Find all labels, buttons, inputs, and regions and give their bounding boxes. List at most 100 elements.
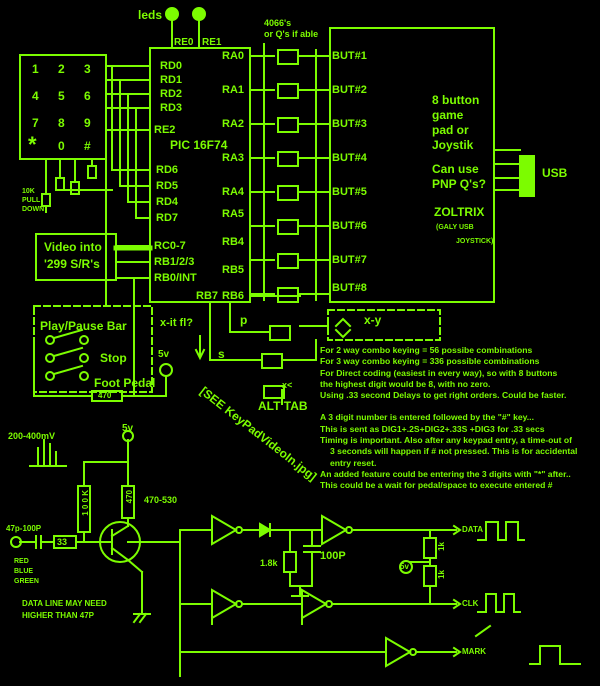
pad-line3: pad or (432, 123, 469, 137)
pin-rb5: RB5 (222, 264, 245, 276)
five-v-pullup: 5v (400, 562, 409, 571)
button-8: BUT#8 (332, 282, 367, 294)
re0-label: RE0 (174, 37, 194, 48)
usb-plug (519, 155, 535, 197)
pad-brand: ZOLTRIX (434, 205, 485, 219)
note-line: This could be a wait for pedal/space to … (320, 480, 553, 491)
key-9: 9 (84, 116, 91, 130)
s-label: s (218, 347, 225, 361)
pic-name: PIC 16F74 (170, 138, 228, 152)
pad-sub2: JOYSTICK) (456, 238, 494, 245)
pin-rd6: RD6 (156, 164, 179, 176)
pin-rb1-2-3: RB1/2/3 (154, 256, 195, 268)
pin-ra5: RA5 (222, 208, 245, 220)
five-v-label: 5v (158, 349, 170, 360)
key-6: 6 (84, 89, 91, 103)
usb-label: USB (542, 166, 568, 180)
r-33-label: 33 (57, 537, 68, 547)
key-star: * (28, 132, 37, 157)
pin-ra0: RA0 (222, 50, 245, 62)
note-line: For 2 way combo keying = 56 possibe comb… (320, 345, 533, 355)
stop-label: Stop (100, 351, 127, 365)
xy-label: x-y (364, 313, 382, 327)
note-line (320, 401, 577, 412)
pin-ra3: RA3 (222, 152, 245, 164)
pin-rc0-7: RC0-7 (154, 240, 186, 252)
note-line: Timing is important. Also after any keyp… (320, 435, 572, 446)
key-2: 2 (58, 62, 65, 76)
pin-rd7: RD7 (156, 212, 179, 224)
led-2 (192, 7, 206, 21)
key-4: 4 (32, 89, 39, 103)
leds-label: leds (138, 8, 163, 22)
video-box (35, 233, 117, 281)
pin-rd0: RD0 (160, 60, 183, 72)
pad-sub1: (GALY USB (436, 224, 474, 231)
pulldown-label-1: 10K (22, 188, 35, 195)
clk-label: CLK (462, 599, 479, 608)
key-hash: # (84, 139, 91, 153)
r-18k-label: 1.8k (260, 558, 278, 568)
xit-label: x-it fl? (160, 317, 193, 329)
button-2: BUT#2 (332, 84, 367, 96)
button-3: BUT#3 (332, 118, 367, 130)
pin-ra4: RA4 (222, 186, 245, 198)
mark-label: MARK (462, 647, 486, 656)
note-line: This is sent as DIG1+.2S+DIG2+.33S +DIG3… (320, 423, 545, 434)
key-8: 8 (58, 116, 65, 130)
switch-note-2: or Q's if able (264, 29, 319, 39)
note-line: A 3 digit number is entered followed by … (320, 412, 534, 423)
pulldown-label-3: DOWN (22, 206, 45, 213)
pin-rb0-int: RB0/INT (154, 272, 197, 284)
key-3: 3 (84, 62, 91, 76)
pin-rb7: RB7 (196, 290, 219, 302)
cap-label: 47p-100P (6, 524, 42, 533)
r-470-label: 470 (125, 490, 134, 504)
rgb-green: GREEN (14, 578, 39, 585)
button-7: BUT#7 (332, 254, 367, 266)
switch-note-1: 4066's (264, 18, 292, 28)
key-7: 7 (32, 116, 39, 130)
pin-ra2: RA2 (222, 118, 245, 130)
note-line: An added feature could be entering the 3… (320, 468, 571, 479)
note-line: Using .33 second Delays to get right ord… (320, 390, 567, 401)
pic-chip (149, 47, 251, 303)
foot-pedal-label: Foot Pedal (94, 376, 156, 390)
note-line: For 3 way combo keying = 336 possible co… (320, 356, 540, 367)
pin-rd1: RD1 (160, 74, 183, 86)
x-arrow-label: x< (282, 380, 293, 390)
r-1k-b: 1k (437, 570, 446, 579)
warn-2: HIGHER THAN 47P (22, 611, 95, 620)
pad-line2: game (432, 108, 464, 122)
re1-label: RE1 (202, 37, 222, 48)
pin-rb6: RB6 (222, 290, 245, 302)
note-line: entry reset. (330, 457, 377, 468)
button-1: BUT#1 (332, 50, 367, 62)
rgb-red: RED (14, 558, 29, 565)
key-5: 5 (58, 89, 65, 103)
data-label: DATA (462, 525, 484, 534)
button-6: BUT#6 (332, 220, 367, 232)
pad-line4: Joystik (432, 138, 474, 152)
pulldown-label-2: PULL (22, 197, 41, 204)
pin-rd5: RD5 (156, 180, 179, 192)
pin-re2: RE2 (154, 124, 176, 136)
button-4: BUT#4 (332, 152, 367, 164)
pad-line6: PNP Q's? (432, 177, 486, 191)
play-pause-label: Play/Pause Bar (40, 319, 127, 333)
resistor-470: 470 (98, 391, 112, 400)
p-label: p (240, 313, 248, 327)
button-5: BUT#5 (332, 186, 367, 198)
video-box-line1: Video into (44, 240, 102, 254)
pin-ra1: RA1 (222, 84, 245, 96)
r-100k-label: 1 0 0 K (81, 490, 90, 516)
pad-line5: Can use (432, 162, 479, 176)
level-label: 200-400mV (8, 431, 56, 441)
note-line: For Direct coding (easiest in every way)… (320, 367, 558, 378)
key-0: 0 (58, 139, 65, 153)
alt-tab-label: ALT TAB (258, 399, 308, 413)
five-v-top: 5v (122, 423, 134, 434)
pin-rd3: RD3 (160, 102, 183, 114)
cap-100p-label: 100P (320, 550, 346, 562)
